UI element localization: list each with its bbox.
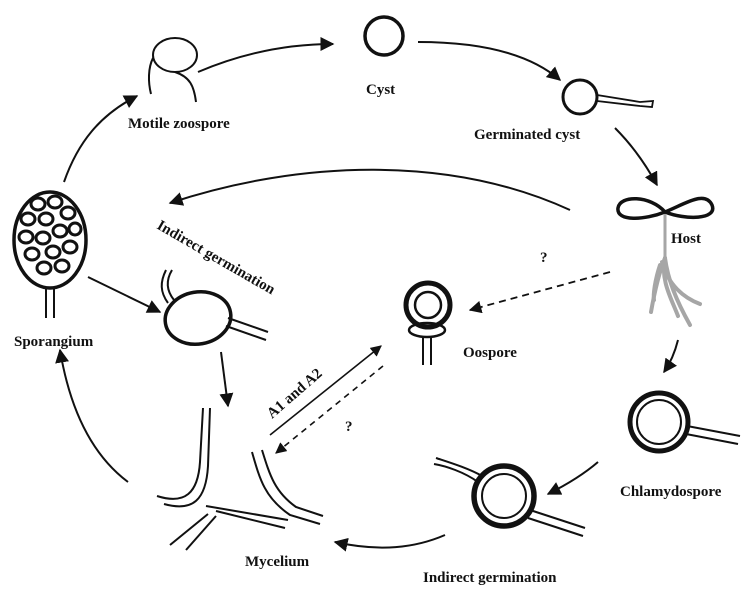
- cyst-icon: [363, 15, 405, 57]
- arrow-host-to-oospore-dashed: [468, 271, 611, 314]
- arrow-germinated-cyst-to-host: [614, 127, 658, 187]
- chlamydospore-icon: [627, 390, 741, 454]
- germinating-sporangium-icon: [160, 269, 269, 346]
- label-host: Host: [671, 231, 701, 247]
- label-cyst: Cyst: [366, 82, 395, 98]
- label-mycelium: Mycelium: [245, 554, 310, 570]
- zoospore-icon: [147, 37, 198, 103]
- arrow-oospore-to-mycelium-dashed: [275, 365, 384, 454]
- arrow-mycelium-to-sporangium: [55, 348, 129, 483]
- label-motile-zoospore: Motile zoospore: [128, 116, 230, 132]
- arrow-chlamydospore-to-indirect-germination: [546, 461, 599, 495]
- arrow-sporangium-to-germination: [87, 276, 162, 313]
- host-plant-icon: [616, 196, 715, 327]
- germinated-cyst-icon: [561, 78, 655, 116]
- label-question-host: ?: [540, 250, 548, 266]
- arrow-sporangium-to-zoospore: [63, 95, 139, 183]
- oospore-icon: [403, 280, 453, 365]
- label-indirect-germination-bottom: Indirect germination: [423, 570, 557, 586]
- label-sporangium: Sporangium: [14, 334, 94, 350]
- arrow-indirect-germination-to-mycelium: [333, 534, 446, 552]
- label-a1-and-a2: A1 and A2: [264, 366, 325, 422]
- label-germinated-cyst: Germinated cyst: [474, 127, 580, 143]
- mycelium-icon: [156, 407, 324, 551]
- germinating-chlamydospore-icon: [433, 457, 586, 537]
- label-question-mycelium: ?: [345, 419, 353, 435]
- arrow-host-to-chlamydospore: [663, 339, 679, 374]
- arrow-mycelium-to-oospore: [269, 345, 382, 436]
- arrow-germination-to-mycelium: [219, 351, 234, 408]
- label-oospore: Oospore: [463, 345, 517, 361]
- arrow-host-to-sporangium: [168, 168, 571, 211]
- arrow-cyst-to-germinated-cyst: [417, 41, 562, 81]
- label-indirect-germination-top: Indirect germination: [154, 218, 278, 299]
- sporangium-icon: [12, 190, 88, 318]
- label-chlamydospore: Chlamydospore: [620, 484, 722, 500]
- arrow-zoospore-to-cyst: [197, 37, 335, 73]
